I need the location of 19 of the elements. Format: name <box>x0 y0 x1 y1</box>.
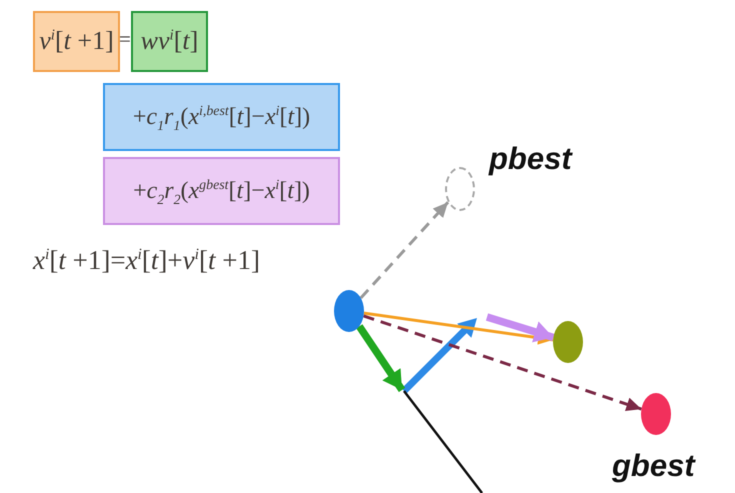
arrow <box>356 324 406 392</box>
formula-text: wv$^{i}$[t] <box>140 27 198 56</box>
point-label: gbest <box>612 449 695 484</box>
formula-text: +c$_{2}$r$_{2}$(x$^{gbest}$[t]−x$^{i}$[t]) <box>133 178 310 204</box>
equation-box <box>103 83 340 151</box>
equation-box <box>33 11 120 72</box>
equation-box <box>131 11 208 72</box>
equation-box <box>103 157 340 225</box>
particle-dot <box>334 290 364 332</box>
formula-text: +c$_{1}$r$_{1}$(x$^{i,best}$[t]−x$^{i}$[t]) <box>132 104 310 130</box>
dashed-arrow <box>363 314 642 411</box>
arrow <box>364 312 554 345</box>
particle-dot <box>553 321 583 363</box>
equals-sign: = <box>119 28 131 52</box>
dashed-arrow <box>360 201 450 299</box>
point-label: pbest <box>489 142 572 176</box>
formula-text: v$^{i}$[t +1] <box>39 27 114 56</box>
formula-text: x$^{i}$[t +1]=x$^{i}$[t]+v$^{i}$[t +1] <box>33 246 260 276</box>
arrow <box>486 313 554 342</box>
